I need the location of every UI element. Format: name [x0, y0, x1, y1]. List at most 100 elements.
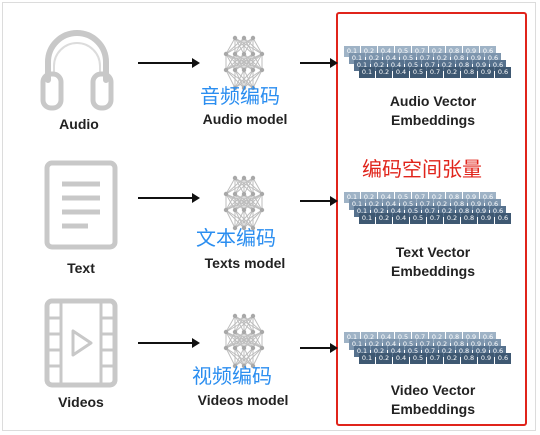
network-edge [252, 209, 263, 229]
network-edge [234, 209, 245, 229]
network-edge [225, 331, 245, 349]
vector-cell: 0.2 [434, 339, 450, 350]
neural-network-icon [223, 175, 265, 231]
network-edge [252, 331, 263, 349]
vector-cell: 0.8 [446, 46, 462, 57]
vector-cell: 0.7 [427, 353, 443, 364]
network-edge [243, 177, 254, 195]
vector-cell: 0.9 [473, 346, 489, 357]
vector-cell: 0.9 [478, 213, 494, 224]
vector-cell: 0.6 [485, 199, 501, 210]
network-node [232, 51, 238, 57]
vector-cell: 0.7 [427, 67, 443, 78]
vector-cell: 0.1 [354, 346, 370, 357]
network-edge [225, 315, 254, 333]
vector-cell: 0.4 [393, 213, 409, 224]
vector-cell: 0.5 [410, 353, 426, 364]
vector-cell: 0.7 [417, 339, 433, 350]
vector-cell: 0.6 [495, 213, 511, 224]
network-edge [225, 53, 263, 71]
network-edge [225, 331, 263, 349]
vector-cell: 0.1 [359, 213, 375, 224]
arrow-right-icon [300, 58, 338, 68]
network-node [259, 67, 265, 73]
network-node [232, 191, 238, 197]
vector-cell: 0.2 [429, 46, 445, 57]
network-edge [225, 331, 236, 349]
vector-cell: 0.1 [349, 53, 365, 64]
embedding-label-video: Video Vector Embeddings [348, 381, 518, 419]
network-edge [234, 69, 263, 89]
vector-cell: 0.9 [478, 353, 494, 364]
network-edge [252, 347, 263, 367]
vector-cell: 0.6 [495, 67, 511, 78]
vector-cell: 0.5 [395, 46, 411, 57]
model-label-audio: Audio model [202, 111, 288, 127]
vector-cell: 0.6 [480, 332, 496, 343]
network-edge [234, 347, 254, 367]
vector-cell: 0.6 [480, 46, 496, 57]
vector-cell: 0.7 [422, 206, 438, 217]
network-node [241, 35, 247, 41]
vector-cell: 0.9 [463, 192, 479, 203]
network-node [241, 191, 247, 197]
network-edge [234, 347, 263, 367]
vector-cell: 0.2 [434, 199, 450, 210]
network-node [241, 51, 247, 57]
vector-cell: 0.2 [366, 339, 382, 350]
vector-cell: 0.6 [485, 339, 501, 350]
model-label-videos: Videos model [197, 392, 289, 408]
vector-cell: 0.6 [485, 53, 501, 64]
arrow-right-icon [300, 196, 338, 206]
source-label-audio: Audio [59, 116, 99, 132]
network-node [223, 51, 229, 57]
network-edge [234, 193, 263, 211]
embedding-space-highlight [336, 12, 527, 426]
vector-cell: 0.4 [383, 339, 399, 350]
vector-cell: 0.7 [422, 60, 438, 71]
vector-cell: 0.5 [410, 213, 426, 224]
video-file-icon [44, 298, 118, 388]
network-node [250, 191, 256, 197]
vector-cell: 0.2 [439, 346, 455, 357]
vector-cell: 0.8 [451, 339, 467, 350]
network-node [232, 329, 238, 335]
network-node [232, 85, 238, 91]
network-node [259, 191, 265, 197]
network-node [232, 363, 238, 369]
network-edge [225, 193, 236, 211]
vector-cell: 0.2 [429, 192, 445, 203]
vector-cell: 0.8 [461, 213, 477, 224]
network-node [250, 225, 256, 231]
vector-cell: 0.8 [451, 199, 467, 210]
vector-cell: 0.4 [393, 67, 409, 78]
arrow-right-icon [138, 338, 200, 348]
network-edge [252, 53, 263, 71]
network-node [250, 345, 256, 351]
vector-cell: 0.2 [376, 353, 392, 364]
vector-cell: 0.7 [422, 346, 438, 357]
vector-cell: 0.8 [451, 53, 467, 64]
network-node [250, 35, 256, 41]
network-node [250, 207, 256, 213]
vector-cell: 0.7 [417, 199, 433, 210]
network-edge [243, 37, 254, 55]
vector-cell: 0.1 [359, 67, 375, 78]
network-node [223, 191, 229, 197]
vector-cell: 0.6 [495, 353, 511, 364]
vector-cell: 0.7 [412, 192, 428, 203]
network-edge [243, 331, 263, 349]
vector-cell: 0.1 [344, 46, 360, 57]
network-edge [234, 177, 254, 195]
vector-cell: 0.1 [349, 339, 365, 350]
vector-cell: 0.2 [371, 346, 387, 357]
network-edge [225, 193, 245, 211]
network-node [223, 345, 229, 351]
vector-cell: 0.4 [378, 192, 394, 203]
